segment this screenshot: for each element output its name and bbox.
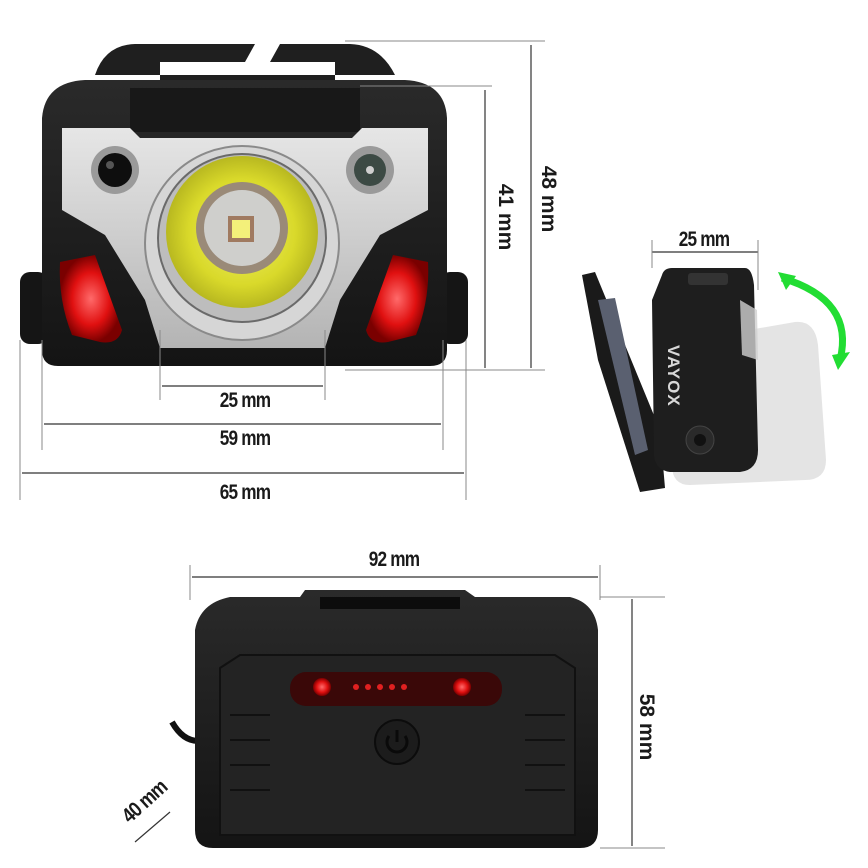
dim-lens-width: 25 mm [219,389,271,412]
front-dimension-lines [19,40,545,500]
dim-body-width: 59 mm [219,427,271,450]
dim-body-height: 41 mm [494,183,517,251]
dim-total-width: 65 mm [219,481,271,504]
dim-back-height: 58 mm [635,693,658,761]
front-dimension-arrows [22,45,532,474]
power-button-icon [374,719,420,765]
back-view-headlamp [169,590,598,848]
side-view-headlamp [582,268,850,492]
back-dimension-lines [189,565,665,849]
dim-back-width: 92 mm [368,548,420,571]
front-view-headlamp [20,44,468,366]
back-dimension-arrows [134,576,633,846]
dim-total-height: 48 mm [537,165,560,233]
brand-logo: VAYOX [664,345,683,407]
dim-side-depth: 25 mm [678,228,730,251]
